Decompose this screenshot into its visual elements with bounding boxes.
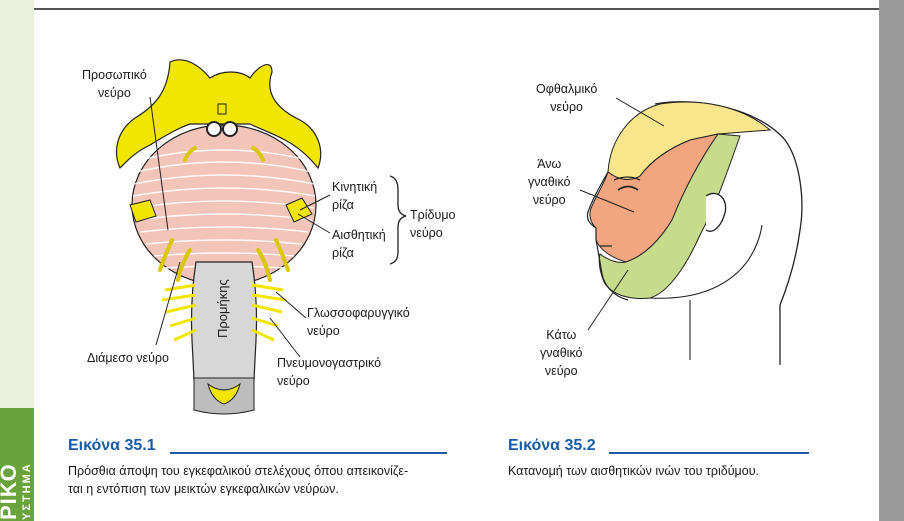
trigeminal-right — [285, 197, 313, 223]
pituitary-stalk — [217, 103, 227, 115]
mammillary-left — [206, 121, 222, 137]
label-medulla: Προμήκης — [215, 279, 230, 338]
fig1-leader-lines — [149, 96, 331, 358]
figure1-title-rule — [170, 452, 447, 454]
top-rule — [34, 8, 879, 10]
right-margin-bar — [879, 0, 904, 521]
label-intermediate: Διάμεσο νεύρο — [87, 351, 169, 365]
trigeminal-left — [129, 199, 157, 223]
cranial-nerve-roots — [158, 146, 290, 282]
label-sensory-root: Αισθητική ρίζα — [332, 228, 386, 260]
trigeminal-brace — [389, 175, 407, 265]
figure2-title: Εικόνα 35.2 — [508, 437, 596, 454]
mandibular-zone — [598, 133, 741, 299]
eyebrow-shape — [613, 176, 641, 181]
jaw-line — [649, 224, 763, 299]
label-mandibular: Κάτω γναθικό νεύρο — [540, 328, 583, 378]
fig2-leader-lines — [579, 97, 665, 331]
label-ophthalmic: Οφθαλμικό νεύρο — [536, 82, 598, 114]
figure2-title-rule — [609, 452, 809, 454]
label-vagus: Πνευμονογαστρικό νεύρο — [277, 356, 382, 388]
label-facial-nerve: Προσωπικό νεύρο — [82, 68, 147, 100]
ear-outline — [705, 192, 727, 232]
figure1-title: Εικόνα 35.1 — [68, 437, 156, 454]
chapter-tab — [0, 408, 34, 521]
figure2-caption: Κατανομή των αισθητικών ινών του τριδύμο… — [508, 464, 760, 478]
label-maxillary: Άνω γναθικό νεύρο — [528, 157, 571, 207]
label-trigeminal: Τρίδυμο νεύρο — [410, 208, 456, 240]
label-glossopharyngeal: Γλωσσοφαρυγγικό νεύρο — [307, 306, 410, 338]
pons-striations — [132, 149, 316, 269]
eye-shape — [617, 185, 639, 191]
face-profile — [586, 171, 629, 301]
spinal-cord-grey — [207, 382, 241, 405]
mammillary-right — [222, 121, 238, 137]
lower-nerve-bundles — [161, 283, 287, 342]
figure1-caption: Πρόσθια άποψη του εγκεφαλικού στελέχους … — [68, 464, 409, 496]
label-motor-root: Κινητική ρίζα — [332, 180, 378, 212]
